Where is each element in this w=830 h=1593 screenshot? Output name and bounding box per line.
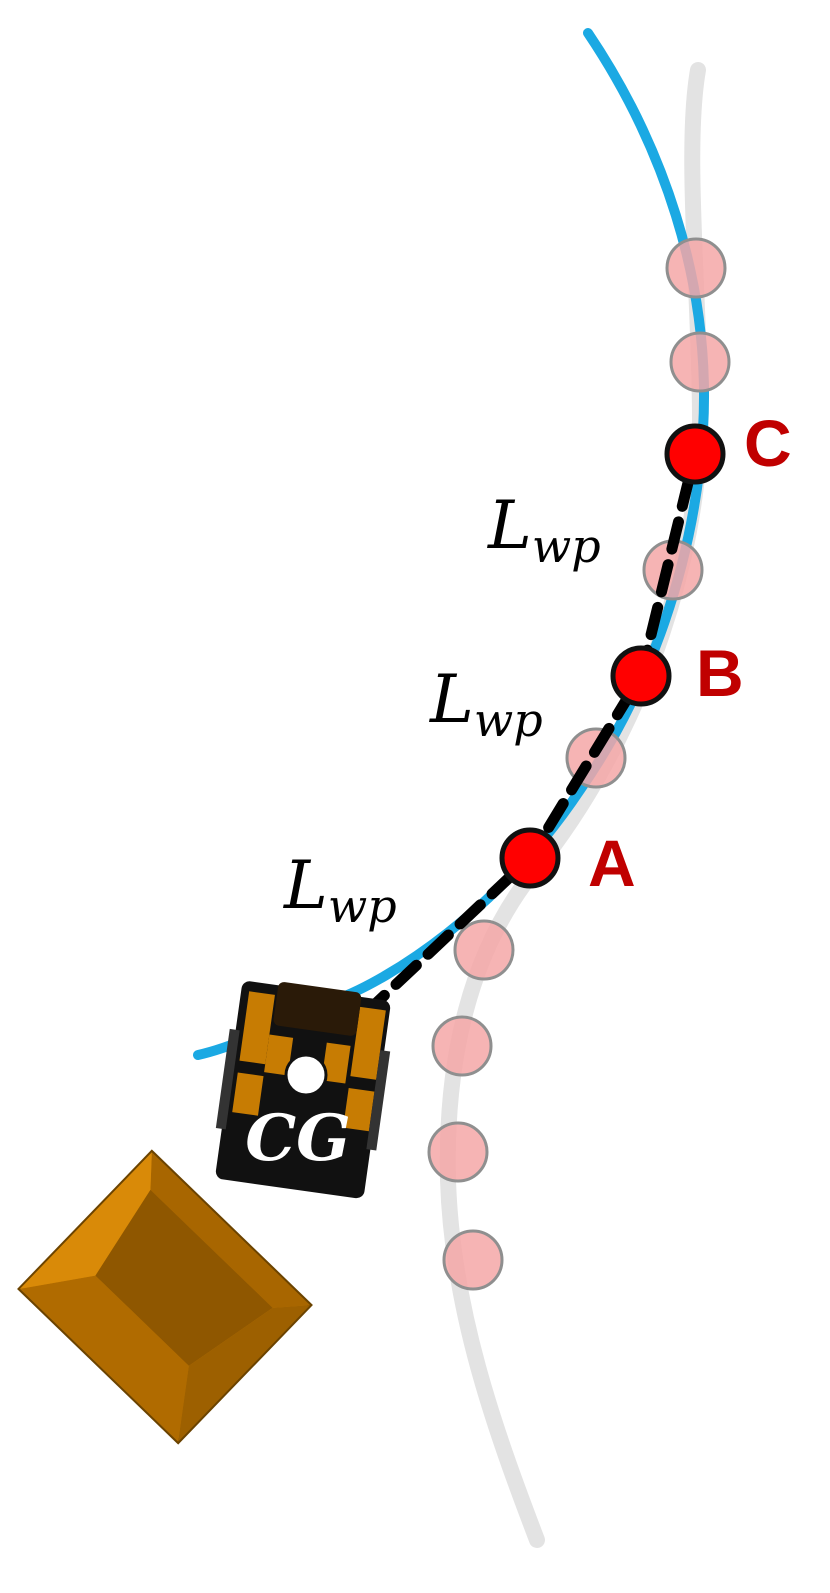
segment-length-label: Lwp — [487, 487, 601, 573]
ghost-waypoint — [669, 331, 731, 393]
cg-label: CG — [245, 1101, 351, 1176]
waypoints — [499, 423, 726, 889]
mining-truck-icon: CG — [17, 981, 391, 1445]
segment-length-sub: wp — [532, 519, 601, 573]
waypoint-b — [610, 645, 672, 707]
ghost-waypoints — [427, 237, 731, 1291]
waypoint-label-b: B — [696, 636, 744, 710]
ghost-waypoint — [453, 919, 515, 981]
segment-length-sub: wp — [474, 693, 543, 747]
ghost-waypoint — [427, 1121, 489, 1183]
waypoint-label-c: C — [744, 406, 792, 480]
segment-length-main: L — [429, 661, 474, 738]
waypoint-a — [499, 827, 561, 889]
segment-length-main: L — [283, 847, 328, 924]
truck-dump-body — [17, 1149, 313, 1445]
segment-length-main: L — [487, 487, 532, 564]
segment-length-sub: wp — [328, 879, 397, 933]
segment-length-label: Lwp — [429, 661, 543, 747]
ghost-waypoint — [442, 1229, 504, 1291]
waypoint-label-a: A — [588, 826, 636, 900]
cg-marker-icon — [284, 1053, 328, 1097]
segment-length-label: Lwp — [283, 847, 397, 933]
waypoint-connector — [294, 448, 701, 1081]
ghost-waypoint — [431, 1015, 493, 1077]
ghost-waypoint — [665, 237, 727, 299]
planned-path — [193, 28, 709, 1060]
waypoint-c — [664, 423, 726, 485]
